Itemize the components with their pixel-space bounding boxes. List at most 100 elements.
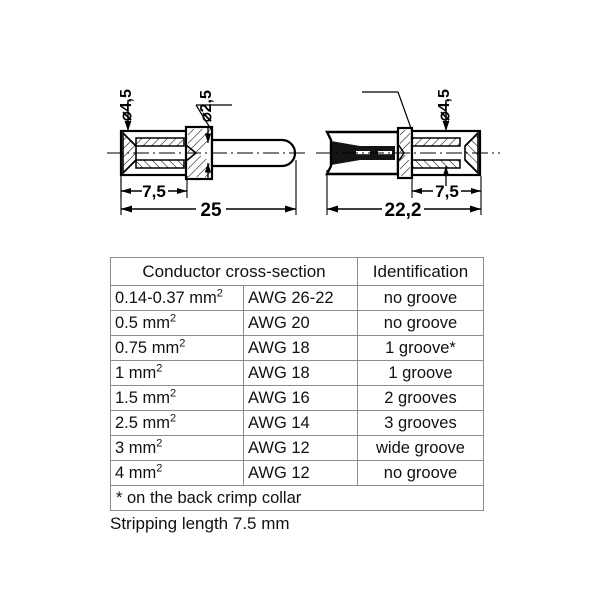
table-row: 0.14-0.37 mm2 AWG 26-22 no groove (110, 285, 484, 311)
table-footnote-row: * on the back crimp collar (110, 485, 484, 511)
socket-slot-gap-2 (378, 151, 392, 155)
pin-dim25-leader-diag (195, 104, 213, 132)
pin-dim75-arrow-right (177, 188, 187, 194)
cell-area: 1.5 mm2 (110, 385, 244, 411)
pin-chamfer-line-2 (122, 159, 137, 174)
cell-identification: no groove (357, 310, 484, 336)
area-value: 3 mm (115, 439, 157, 457)
cell-awg: AWG 12 (243, 435, 358, 461)
socket-dim222-label: 22,2 (385, 200, 422, 221)
area-value: 1.5 mm (115, 389, 171, 407)
socket-collar-taper-1 (397, 143, 405, 154)
cell-awg: AWG 26-22 (243, 285, 358, 311)
pin-dim45-arrow (124, 121, 132, 131)
table-row: 0.5 mm2 AWG 20 no groove (110, 310, 484, 336)
cell-identification: 1 groove* (357, 335, 484, 361)
area-value: 1 mm (115, 364, 157, 382)
socket-dim-total-length: 22,2 (326, 170, 482, 221)
cell-awg: AWG 20 (243, 310, 358, 336)
cell-area: 0.14-0.37 mm2 (110, 285, 244, 311)
pin-barrel-wall-bottom (135, 159, 185, 169)
area-superscript: 2 (156, 437, 163, 450)
table-row: 3 mm2 AWG 12 wide groove (110, 435, 484, 461)
table-header-row: Conductor cross-section Identification (110, 257, 484, 286)
area-value: 0.5 mm (115, 314, 171, 332)
cell-area: 2.5 mm2 (110, 410, 244, 436)
header-conductor-cross-section: Conductor cross-section (110, 257, 358, 286)
pin-dim45-label: ⌀4,5 (118, 89, 135, 121)
cell-identification: 1 groove (357, 360, 484, 386)
table-row: 1 mm2 AWG 18 1 groove (110, 360, 484, 386)
cell-identification: 2 grooves (357, 385, 484, 411)
socket-dim75-arrow-left (412, 188, 422, 194)
socket-dim-outer-diameter: ⌀4,5 (436, 89, 453, 186)
pin-dim25len-label: 25 (200, 200, 222, 221)
socket-dim222-arrow-right (470, 205, 481, 213)
socket-barrel-wall-top (411, 137, 461, 147)
table-row: 2.5 mm2 AWG 14 3 grooves (110, 410, 484, 436)
pin-body-group (107, 125, 305, 181)
cell-awg: AWG 18 (243, 360, 358, 386)
area-value: 0.14-0.37 mm (115, 289, 217, 307)
pin-collar-taper-2 (185, 152, 197, 162)
pin-dim25-label: ⌀2,5 (198, 90, 215, 122)
area-superscript: 2 (170, 312, 177, 325)
cell-awg: AWG 12 (243, 460, 358, 486)
pin-barrel-wall-top (135, 137, 185, 147)
cell-identification: 3 grooves (357, 410, 484, 436)
socket-body-group (316, 126, 500, 180)
pin-dim25-arrow-bottom (204, 163, 212, 173)
stripping-length-caption: Stripping length 7.5 mm (110, 514, 290, 533)
cell-area: 0.5 mm2 (110, 310, 244, 336)
table-footnote: * on the back crimp collar (110, 485, 484, 511)
pin-dim75-label: 7,5 (142, 182, 166, 201)
socket-chamfer-line-1 (464, 132, 479, 147)
socket-dim45-arrow (442, 121, 450, 131)
cell-awg: AWG 16 (243, 385, 358, 411)
cell-identification: wide groove (357, 435, 484, 461)
socket-dim75-label: 7,5 (435, 182, 459, 201)
technical-drawings-area: ⌀4,5 ⌀2,5 7,5 (0, 0, 600, 240)
pin-dim-total-length: 25 (120, 160, 297, 221)
area-superscript: 2 (170, 412, 177, 425)
socket-barrel-wall-bottom (411, 159, 461, 169)
pin-dim75-arrow-left (121, 188, 131, 194)
area-superscript: 2 (156, 462, 163, 475)
cell-identification: no groove (357, 460, 484, 486)
socket-leader-annotation (362, 91, 413, 132)
pin-collar-taper-1 (185, 144, 197, 154)
table-row: 1.5 mm2 AWG 16 2 grooves (110, 385, 484, 411)
socket-chamfer-line-2 (464, 159, 479, 174)
pin-dim-crimp-length: 7,5 (120, 176, 188, 201)
table-body: 0.14-0.37 mm2 AWG 26-22 no groove 0.5 mm… (110, 285, 484, 511)
pin-dim25len-arrow-left (121, 205, 132, 213)
pin-dim-outer-diameter: ⌀4,5 (118, 89, 135, 131)
cell-area: 4 mm2 (110, 460, 244, 486)
area-superscript: 2 (170, 387, 177, 400)
pin-shank-outline (210, 138, 297, 168)
area-value: 4 mm (115, 464, 157, 482)
cell-awg: AWG 18 (243, 335, 358, 361)
conductor-cross-section-table: Conductor cross-section Identification 0… (110, 257, 484, 511)
cell-awg: AWG 14 (243, 410, 358, 436)
pin-dim-pin-diameter: ⌀2,5 (195, 90, 232, 180)
pin-contact-drawing: ⌀4,5 ⌀2,5 7,5 (107, 89, 500, 221)
cell-area: 0.75 mm2 (110, 335, 244, 361)
table-header: Conductor cross-section Identification (110, 257, 484, 286)
table-row: 0.75 mm2 AWG 18 1 groove* (110, 335, 484, 361)
table-row: 4 mm2 AWG 12 no groove (110, 460, 484, 486)
socket-collar-hatch (400, 130, 410, 176)
area-superscript: 2 (156, 362, 163, 375)
header-identification: Identification (357, 257, 484, 286)
area-superscript: 2 (216, 287, 223, 300)
pin-collar-hatch (188, 129, 210, 177)
socket-dim45-arrow-bottom (442, 166, 450, 176)
pin-dim25len-arrow-right (285, 205, 296, 213)
socket-dim45-label: ⌀4,5 (436, 89, 453, 121)
area-value: 2.5 mm (115, 414, 171, 432)
area-value: 0.75 mm (115, 339, 180, 357)
socket-dim-crimp-length: 7,5 (411, 176, 482, 201)
socket-collar-taper-2 (397, 152, 405, 163)
socket-leader-diag (397, 91, 413, 132)
